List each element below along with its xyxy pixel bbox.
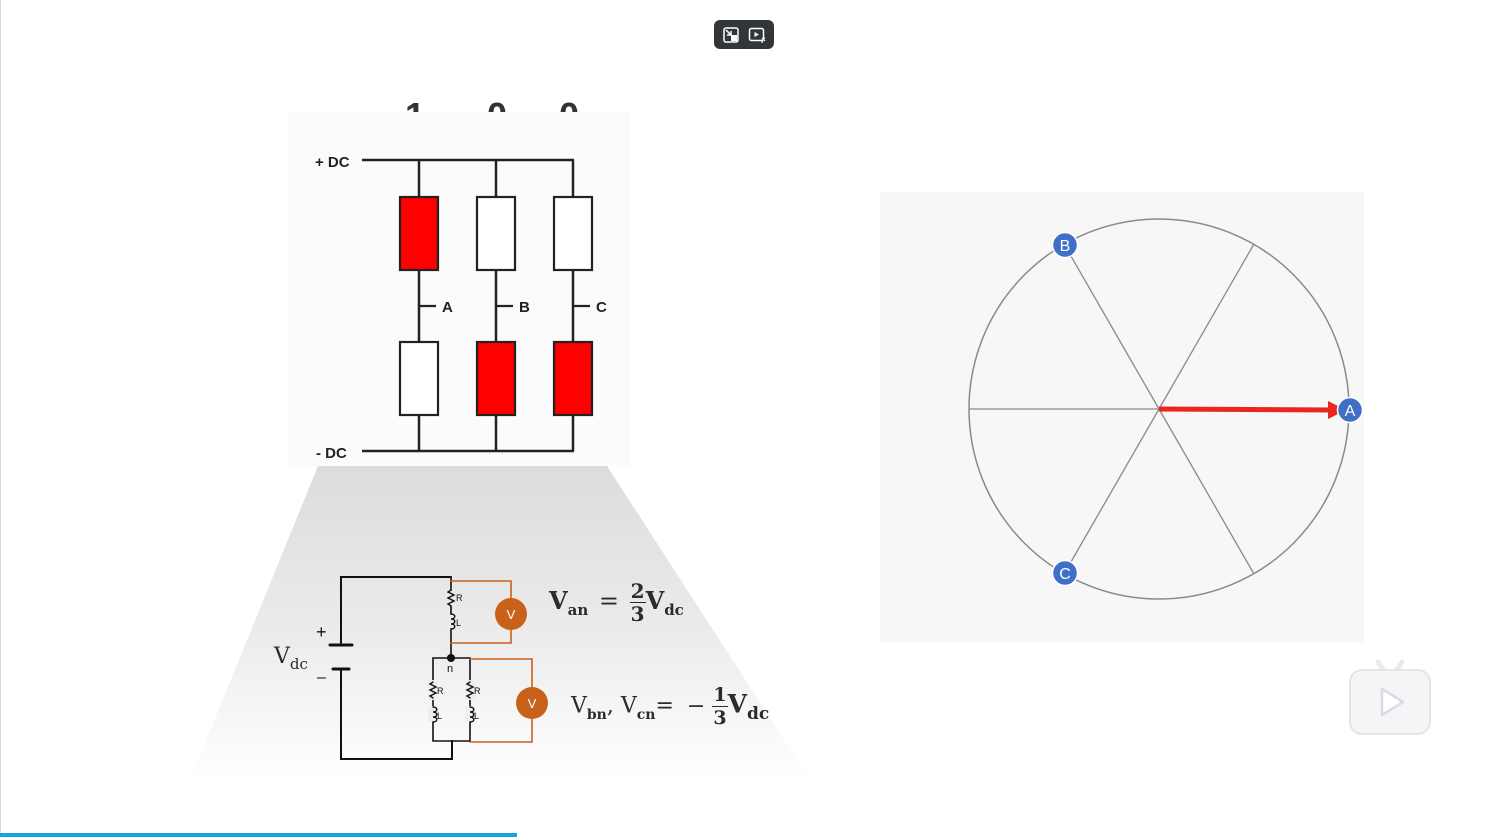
node-c: C: [1051, 559, 1079, 587]
bottom-switch-b: [475, 340, 517, 417]
bottom-switch-a: [398, 340, 440, 417]
svg-text:L: L: [437, 711, 442, 721]
equivalent-circuit: + – Vdc R L V n R R L L V: [273, 576, 548, 760]
play-window-icon: [748, 27, 766, 43]
top-switch-c: [552, 195, 594, 272]
player-toolbar: [714, 20, 774, 49]
bilibili-tv-icon: [1349, 659, 1431, 735]
svg-text:V: V: [507, 607, 516, 622]
inverter-diagram: + DC - DC A B C + – Vdc R L V n: [190, 154, 810, 780]
source-label: Vdc: [273, 644, 308, 673]
space-vector-diagram: A B C: [968, 218, 1364, 600]
equation-van: Van = 2 3 Vdc: [549, 579, 684, 626]
sector-line-240: [1063, 408, 1160, 575]
top-switch-a: [398, 195, 440, 272]
fraction-two-thirds: 2 3: [629, 579, 646, 626]
node-a: A: [1336, 396, 1364, 424]
exit-pip-button[interactable]: [720, 24, 742, 46]
svg-text:C: C: [1059, 566, 1071, 583]
node-b: B: [1051, 231, 1079, 259]
play-window-button[interactable]: [746, 24, 768, 46]
active-voltage-vector: [1158, 406, 1333, 413]
bottom-switch-c: [552, 340, 594, 417]
voltmeter-a: [495, 598, 527, 630]
inductor-c: [469, 706, 475, 723]
svg-text:R: R: [474, 686, 481, 696]
svg-text:V: V: [528, 696, 537, 711]
space-vector-panel: A B C: [880, 192, 1364, 642]
fraction-one-third: 1 3: [712, 684, 728, 729]
resistor-a: [446, 589, 456, 607]
svg-text:R: R: [456, 593, 463, 603]
window-edge: [0, 0, 1, 837]
playback-progress-bar[interactable]: [0, 833, 1489, 837]
voltmeter-bc: [516, 687, 548, 719]
top-switch-b: [475, 195, 517, 272]
sector-line-300: [1158, 408, 1255, 575]
inductor-b: [432, 706, 438, 723]
phase-label-a: A: [442, 299, 453, 316]
inverter-legs: A B C: [398, 160, 607, 451]
resistor-b: [428, 681, 438, 699]
phase-label-b: B: [519, 299, 530, 316]
svg-text:B: B: [1060, 238, 1071, 255]
neutral-label: n: [447, 663, 453, 675]
svg-text:L: L: [456, 618, 461, 628]
sector-line-120: [1063, 243, 1160, 410]
sector-line-60: [1158, 243, 1255, 410]
equation-vbn-vcn: Vbn, Vcn= − 1 3 Vdc: [571, 684, 770, 729]
battery-plus-sign: +: [316, 622, 327, 642]
svg-text:R: R: [437, 686, 444, 696]
playback-progress-fill: [0, 833, 517, 837]
svg-text:A: A: [1345, 403, 1356, 420]
svg-text:L: L: [474, 711, 479, 721]
resistor-c: [465, 681, 475, 699]
battery-minus-sign: –: [317, 669, 326, 686]
inductor-a: [450, 613, 456, 630]
minus-dc-label: - DC: [316, 445, 347, 462]
exit-pip-icon: [723, 26, 739, 43]
plus-dc-label: + DC: [315, 154, 350, 171]
play-logo-button[interactable]: [1348, 656, 1432, 736]
phase-label-c: C: [596, 299, 607, 316]
